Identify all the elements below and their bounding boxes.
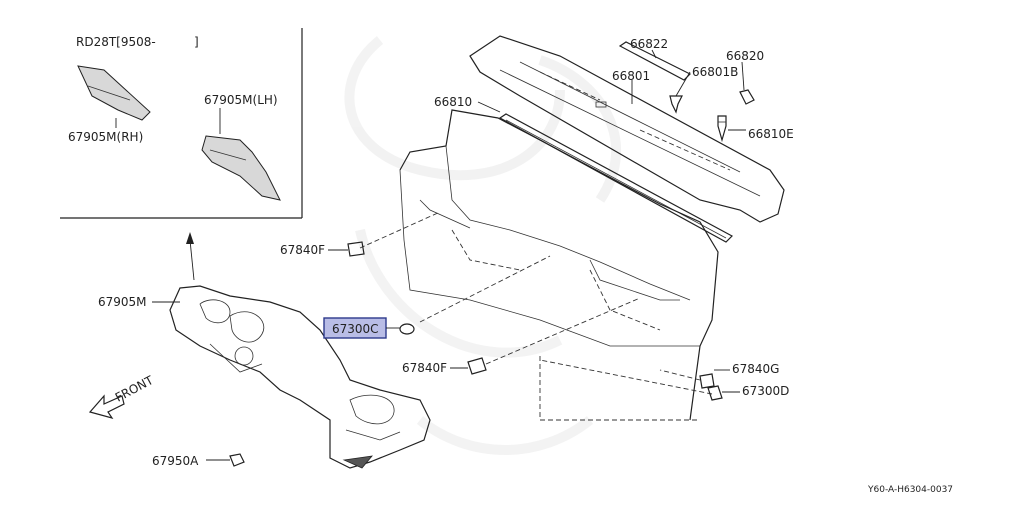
callout-leaders — [477, 49, 746, 131]
front-label: FRONT — [113, 373, 156, 405]
cowl-top-clip — [669, 95, 683, 114]
callout-66801: 66801 — [612, 69, 650, 83]
inset-pointer-arrow — [186, 232, 195, 281]
assembly-lines — [359, 211, 713, 421]
callout-67300c: 67300C — [332, 322, 379, 336]
callout-66822: 66822 — [630, 37, 668, 51]
callout-66810e: 66810E — [748, 127, 794, 141]
callout-67840g: 67840G — [732, 362, 779, 376]
callout-66801b: 66801B — [692, 65, 738, 79]
callout-67840f-lower: 67840F — [402, 361, 447, 375]
dash-insulator — [152, 285, 431, 469]
callout-66810: 66810 — [434, 95, 472, 109]
cowl-top-seal-lower — [498, 113, 733, 243]
cowl-top-seal — [739, 89, 755, 105]
inset-lh-label: 67905M(LH) — [204, 93, 278, 107]
callout-67950a: 67950A — [152, 454, 199, 468]
reference-code: Y60-A-H6304-0037 — [867, 485, 953, 495]
cowl-top-panel — [469, 35, 785, 223]
inset-bracket-close: ] — [194, 35, 199, 49]
clip-a — [206, 453, 245, 467]
grommet-c — [399, 323, 415, 335]
callout-66820: 66820 — [726, 49, 764, 63]
grommet-d — [707, 385, 740, 401]
grommet-g — [699, 369, 730, 389]
inset-rh-label: 67905M(RH) — [68, 130, 143, 144]
inset-insulator-rh — [77, 65, 151, 128]
watermark-emblem — [344, 36, 622, 455]
front-arrow — [88, 394, 125, 420]
inset-frame — [60, 28, 303, 219]
clip-e — [717, 115, 727, 143]
callout-67300d: 67300D — [742, 384, 789, 398]
inset-insulator-lh — [201, 108, 281, 201]
inset-model-code: RD28T[9508- — [76, 35, 156, 49]
callout-67905m: 67905M — [98, 295, 147, 309]
grommet-f-lower — [450, 357, 487, 375]
grommet-f-upper — [328, 241, 365, 257]
cowl-top-extension — [618, 41, 692, 81]
callout-67840f-upper: 67840F — [280, 243, 325, 257]
callout-67300c-highlight[interactable]: 67300C — [323, 317, 400, 339]
dash-panel — [399, 109, 719, 421]
